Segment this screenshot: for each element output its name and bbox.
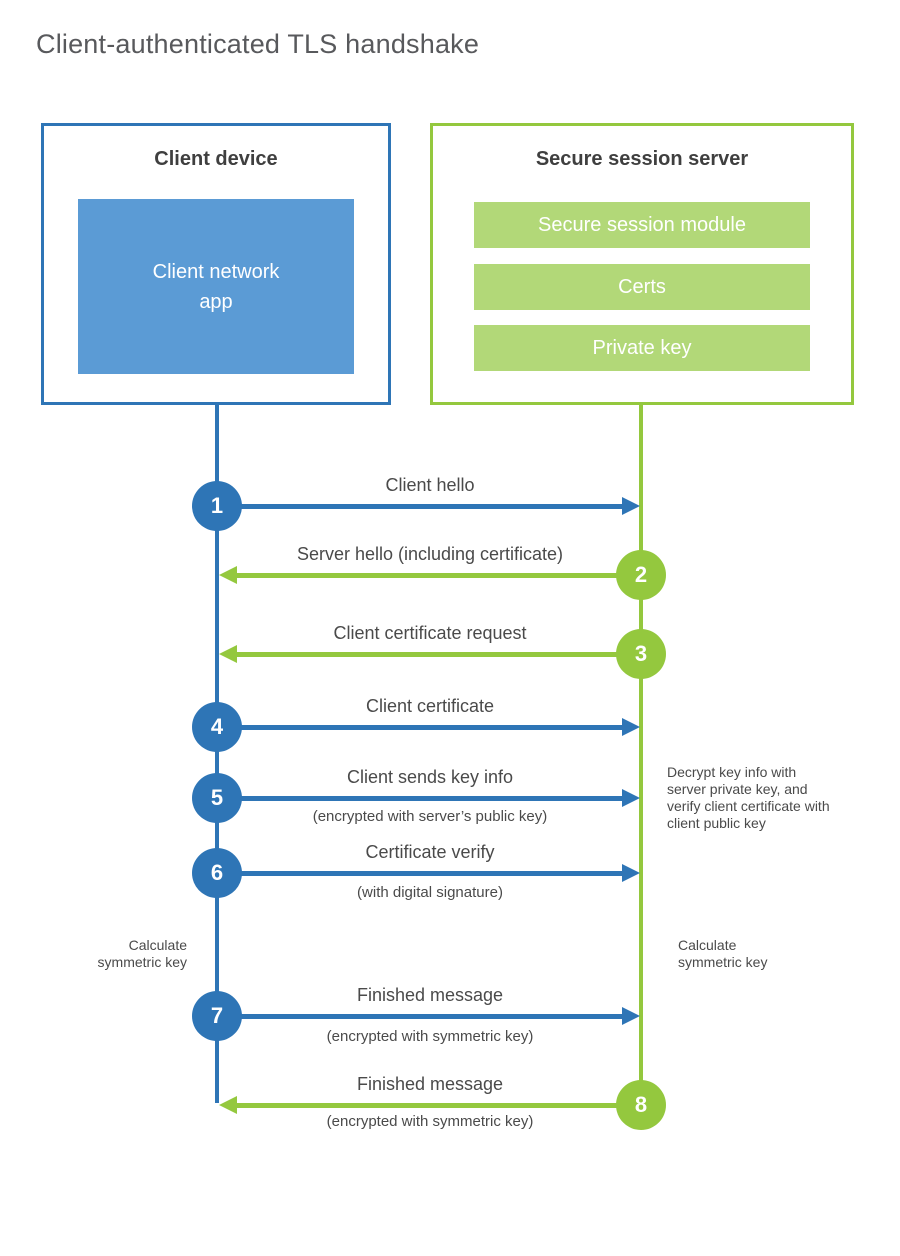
step-number-badge: 4 [192,702,242,752]
client-device-heading: Client device [154,148,278,170]
arrow-right-icon [219,1007,640,1025]
message-label: Client sends key info [346,767,514,787]
arrow-right-icon [219,497,640,515]
client-lifeline [215,405,219,1103]
message-label: Certificate verify [365,842,495,862]
calculate-symmetric-key-note-server: Calculate symmetric key [678,937,768,970]
arrow-left-icon [219,566,640,584]
step-number-badge: 2 [616,550,666,600]
step-number-badge: 7 [192,991,242,1041]
message-sublabel: (encrypted with server’s public key) [312,808,548,825]
message-label: Finished message [356,1074,504,1094]
arrow-left-icon [219,645,640,663]
client-network-app-label: Client network app [152,260,280,313]
message-label: Server hello (including certificate) [296,544,564,564]
arrow-right-icon [219,864,640,882]
page-title: Client-authenticated TLS handshake [36,29,480,59]
server-module-bar: Private key [474,325,810,371]
secure-session-server-heading: Secure session server [535,148,749,170]
message-sublabel: (with digital signature) [357,884,503,901]
calculate-symmetric-key-note-client: Calculate symmetric key [97,937,187,970]
arrow-right-icon [219,718,640,736]
message-sublabel: (encrypted with symmetric key) [326,1028,534,1045]
step-number-badge: 1 [192,481,242,531]
message-label: Client certificate [365,696,495,716]
message-label: Finished message [356,985,504,1005]
server-lifeline [639,405,643,1107]
arrow-left-icon [219,1096,640,1114]
server-module-bar: Secure session module [474,202,810,248]
step-number-badge: 5 [192,773,242,823]
client-network-app-box: Client network app [78,199,354,374]
message-label: Client certificate request [333,623,527,643]
message-sublabel: (encrypted with symmetric key) [326,1113,534,1130]
message-label: Client hello [385,475,475,495]
arrow-right-icon [219,789,640,807]
step-number-badge: 8 [616,1080,666,1130]
step-number-badge: 3 [616,629,666,679]
decrypt-note: Decrypt key info with server private key… [667,764,830,831]
step-number-badge: 6 [192,848,242,898]
server-module-bar: Certs [474,264,810,310]
